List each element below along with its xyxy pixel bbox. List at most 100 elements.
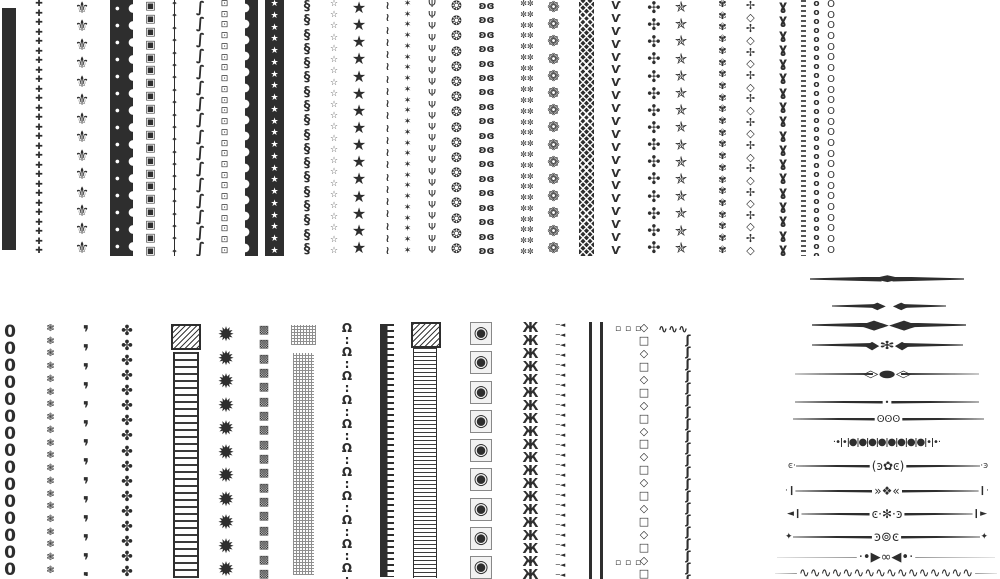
tulip-scroll-glyph: ❁ (547, 238, 560, 256)
floral-sprigs-glyph: ❃ (46, 450, 55, 462)
dart-ticks-glyph: ─◄ (555, 431, 566, 439)
dart-ticks-glyph: ─◄ (555, 461, 566, 469)
outline-star-chain-glyph: ☆ (329, 0, 339, 9)
divider-dot-center-dv-c: • (884, 397, 890, 407)
cross-chain-glyph: ✚ (35, 170, 43, 180)
small-link-chain-glyph: o (813, 80, 820, 90)
leaf-garland-glyph: ✾ (718, 186, 727, 198)
hatch-square-chain-glyph: ▩ (258, 495, 270, 509)
tiny-squares-glyph: ⊡ (220, 170, 229, 181)
sunburst-chain-glyph: ✹ (217, 369, 235, 393)
leaf-garland-glyph: ✾ (718, 244, 727, 256)
dart-ticks-glyph: ─◄ (555, 571, 566, 579)
sunburst-chain-glyph: ✹ (217, 345, 235, 370)
divider-heavy-blades: ◆◆ (812, 317, 966, 333)
quatrefoil-chain-glyph: ✣ (647, 66, 661, 86)
cross-chain-glyph: ✚ (35, 227, 43, 237)
cross-chain-glyph: ✚ (35, 198, 43, 209)
fleur-column-glyph: ⚜ (74, 145, 90, 165)
paisley-commas-glyph: ❜ (82, 360, 90, 382)
small-star-chain-glyph: ✶ (403, 192, 412, 203)
hatch-square-chain-glyph: ▩ (258, 423, 270, 437)
stars-on-black-glyph: ★ (270, 34, 279, 45)
sunburst-chain-glyph: ✹ (217, 439, 235, 464)
knot-corner-top-glyph: ▫ (624, 323, 632, 334)
outline-star-chain-glyph: ☆ (329, 234, 339, 245)
cross-chain-glyph: ✚ (35, 179, 43, 190)
paisley-commas-glyph: ❜ (82, 512, 90, 534)
small-link-chain-glyph: o (813, 161, 820, 171)
zigzag-spine-glyph: Ж (522, 322, 539, 336)
divider-scroll-finial-dv-line (795, 464, 870, 468)
floral-sprigs: ❃❃❃❃❃❃❃❃❃❃❃❃❃❃❃❃❃❃❃❃ (43, 324, 58, 576)
stars-on-black-glyph: ★ (270, 22, 279, 33)
stars-on-black-glyph: ★ (270, 128, 279, 139)
star-rod-glyph: ✦ (171, 197, 178, 207)
leaf-diamond-vine-glyph: ◇ (746, 80, 755, 94)
quatrefoil-chain-glyph: ✣ (647, 83, 661, 103)
floral-sprigs-glyph: ❃ (46, 564, 55, 576)
scroll-spiral-chain-glyph: § (303, 198, 311, 214)
tiny-squares-glyph: ⊡ (220, 95, 229, 106)
dart-ticks-glyph: ─◄ (555, 411, 566, 419)
scroll-spiral-chain-glyph: § (303, 13, 311, 29)
square-bead-chain-glyph: ▣ (145, 243, 156, 256)
star-rod-glyph: ✦ (171, 85, 178, 95)
twisted-rope-glyph: ∫ (195, 158, 206, 177)
double-florets-glyph: ✼✼ (520, 31, 534, 41)
leaf-diamond-vine-glyph: ✢ (745, 185, 756, 199)
rope-border-glyph: ʃ (685, 537, 691, 551)
zigzag-spine-glyph: Ж (522, 477, 539, 492)
quatrefoil-chain-glyph: ✣ (647, 15, 661, 35)
tulip-v-chain-glyph: Ѵ (611, 11, 621, 25)
tulip-scroll-glyph: ❁ (547, 49, 560, 68)
fringe-darts-glyph: Ψ (428, 32, 436, 44)
bold-star-chain-glyph: ★ (351, 135, 367, 155)
comb-bar (380, 324, 394, 577)
divider-wave-dv-line (775, 572, 797, 574)
small-star-chain-glyph: ✶ (403, 202, 412, 213)
quatrefoil-chain-glyph: ✣ (647, 100, 661, 120)
star-rod-glyph: ✦ (171, 60, 178, 70)
lace-clover-chain-glyph: ✤ (121, 458, 133, 475)
tiny-squares-glyph: ⊡ (220, 31, 229, 42)
cross-chain-glyph: ✚ (35, 84, 43, 95)
knot-border-glyph: ◇ (639, 476, 649, 490)
squiggle-line-glyph: ≀ (385, 170, 390, 184)
curl-pairs-glyph: ʚɞ (478, 157, 495, 171)
bullseye-tiles-glyph: ◉ (469, 322, 493, 345)
helix-ribbon-glyph: ɣ (778, 127, 788, 143)
small-link-chain-glyph: o (813, 35, 820, 45)
outline-star-chain-glyph: ☆ (329, 189, 339, 200)
outline-star-chain-glyph: ☆ (329, 77, 339, 88)
tulip-scroll-glyph: ❁ (547, 66, 560, 85)
tulip-scroll-glyph: ❁ (547, 32, 560, 51)
paisley-commas-glyph: ❜ (82, 493, 90, 515)
zigzag-spine-glyph: Ж (522, 490, 539, 505)
square-bead-chain-glyph: ▣ (145, 102, 156, 116)
rope-border-glyph: ʃ (685, 345, 691, 359)
small-star-chain-glyph: ✶ (403, 31, 412, 42)
stars-on-black-glyph: ★ (270, 198, 279, 209)
tulip-v-chain-glyph: Ѵ (611, 218, 621, 232)
squiggle-line-glyph: ≀ (385, 60, 390, 74)
divider-snowflake-scroll-dv-c: ͼ·✻·ͽ (871, 507, 903, 521)
star-rod-glyph: ✦ (171, 160, 178, 170)
rope-border-glyph: ʃ (685, 489, 691, 503)
curl-pairs-glyph: ʚɞ (478, 114, 495, 128)
leaf-diamond-vine-glyph: ◇ (746, 57, 755, 71)
floral-sprigs-glyph: ❃ (46, 475, 55, 487)
bold-star-chain-glyph: ★ (351, 117, 367, 137)
tulip-v-chain-glyph: Ѵ (611, 102, 621, 116)
divider-snowflake-scroll-dv-line (801, 512, 870, 516)
fringe-darts-glyph: Ψ (428, 0, 436, 10)
divider-wave-dv-c: ∿∿∿∿∿∿∿∿∿∿∿∿∿∿∿∿ (798, 565, 974, 579)
scallop-dots-glyph: Ω (341, 465, 353, 479)
dart-ticks-glyph: ─◄ (555, 511, 566, 519)
star-in-star-chain-glyph: ✯ (674, 135, 688, 154)
divider-heavy-blades-dv-c: ◆◆ (859, 317, 919, 333)
tiny-squares-glyph: ⊡ (220, 41, 229, 52)
scallop-dots-glyph: : (344, 525, 350, 539)
floral-sprigs-glyph: ❃ (46, 526, 55, 538)
curl-pairs-glyph: ʚɞ (478, 200, 495, 214)
